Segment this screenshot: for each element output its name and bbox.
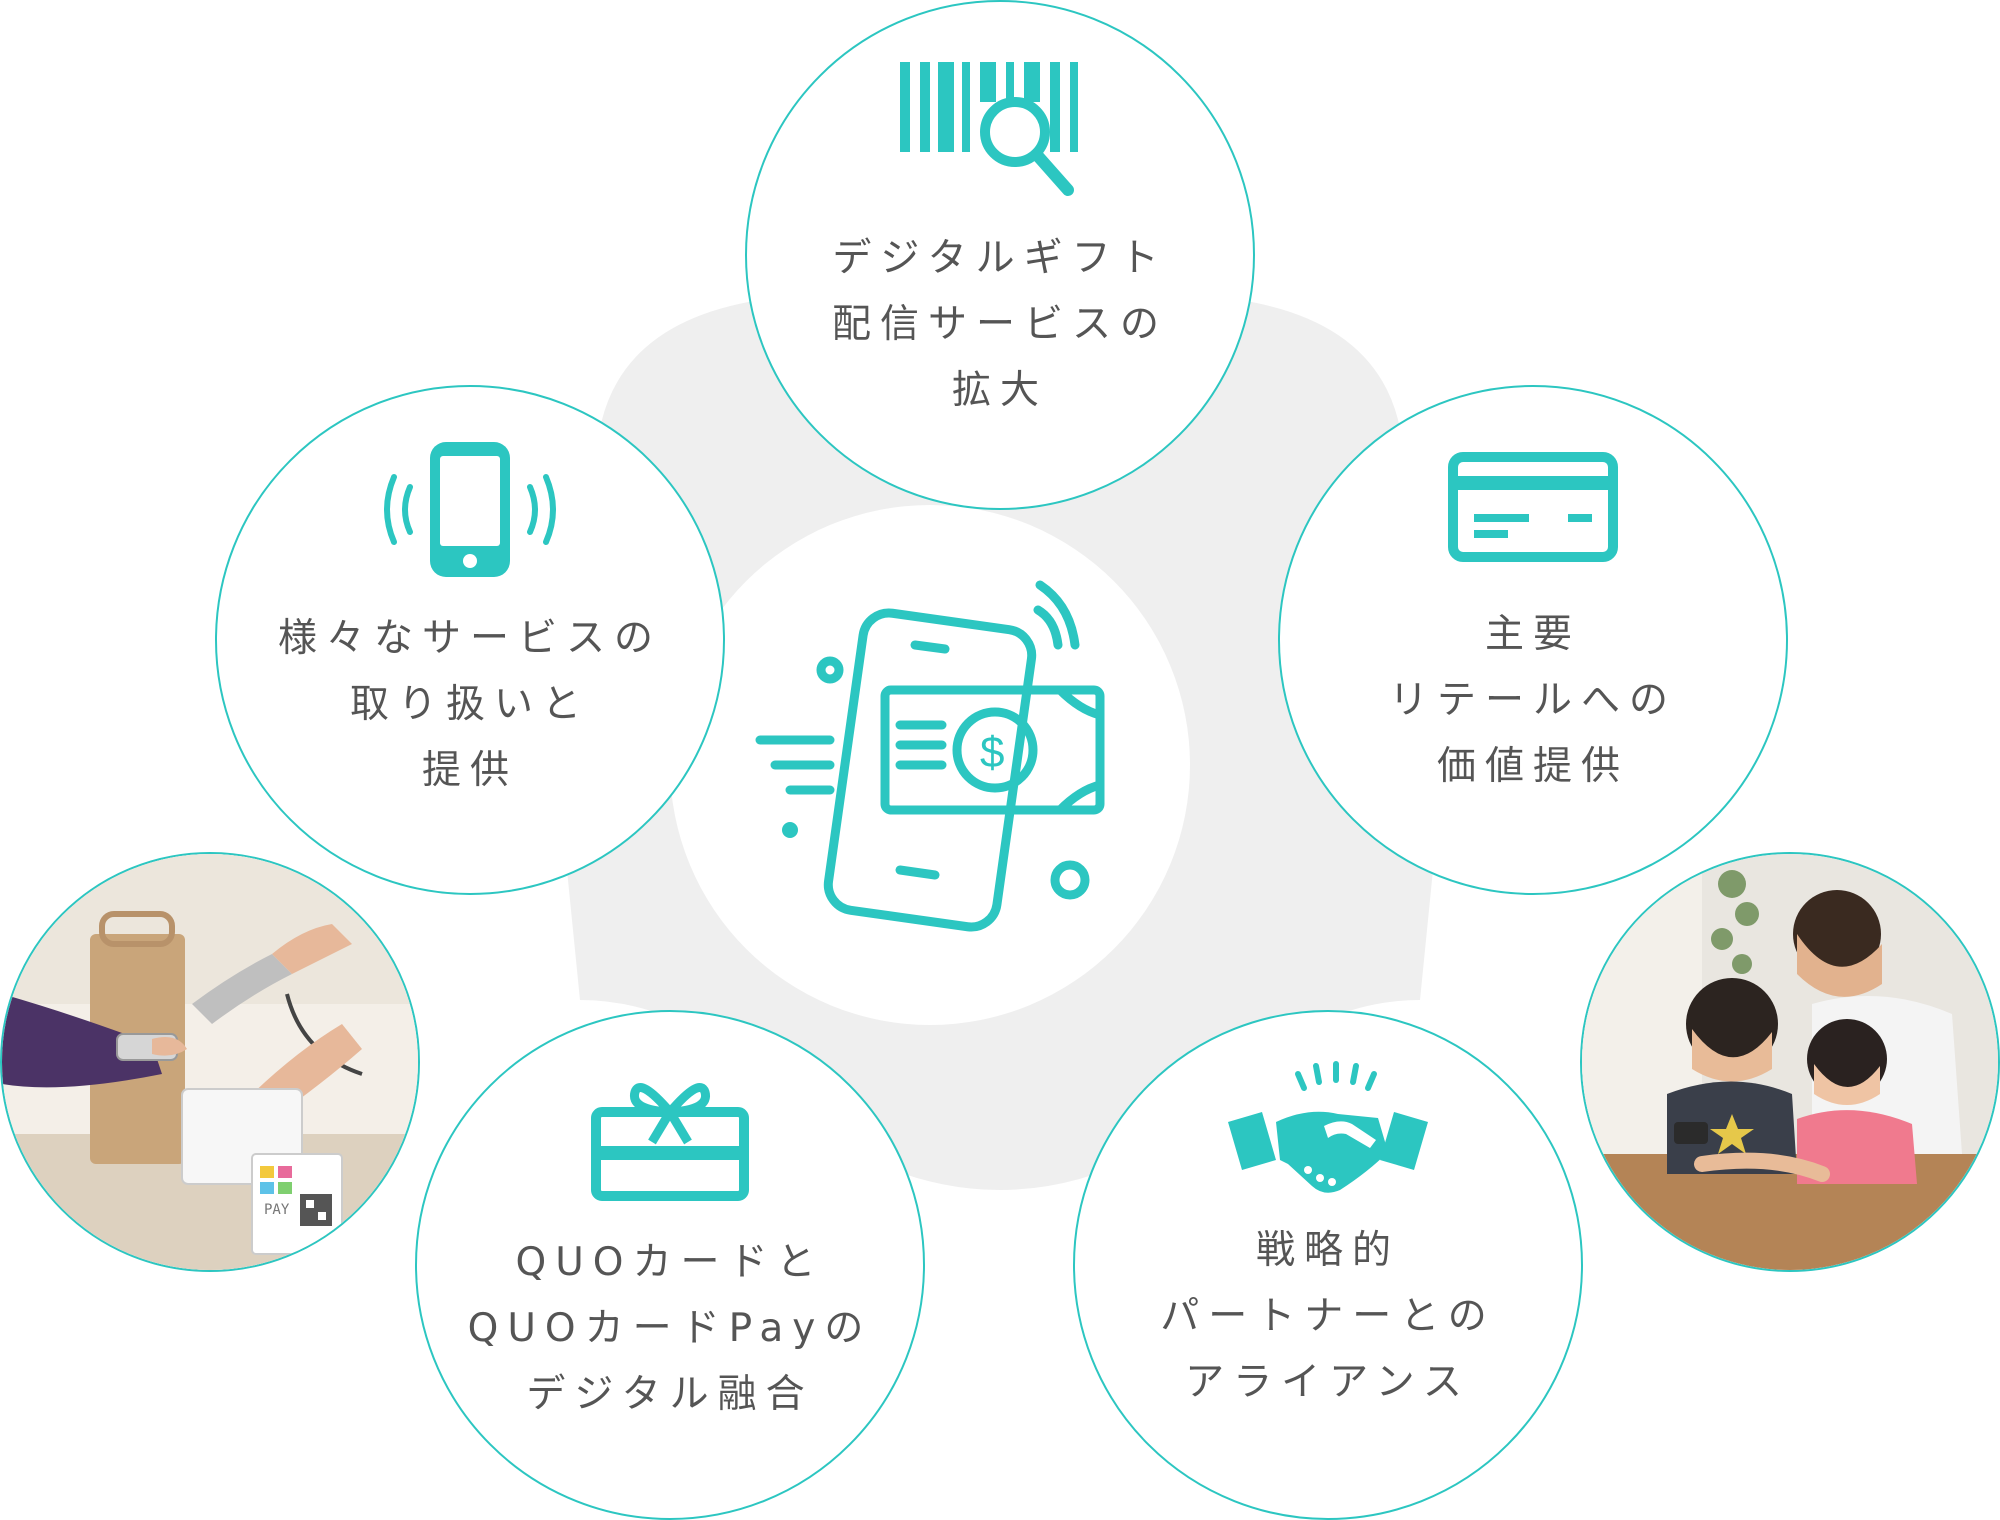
- node-alliance: 戦略的 パートナーとの アライアンス: [1073, 1010, 1583, 1520]
- handshake-icon: [1228, 1061, 1428, 1193]
- mobile-payment-icon: $: [755, 580, 1105, 932]
- node-label: デジタルギフト 配信サービスの 拡大: [831, 236, 1168, 413]
- node-digital-gift: デジタルギフト 配信サービスの 拡大: [745, 0, 1255, 510]
- node-label: 主要 リテールへの 価値提供: [1388, 612, 1677, 789]
- checkout-photo: PAY: [0, 852, 420, 1272]
- payment-scan-photo: PAY: [2, 854, 418, 1270]
- family-photo: [1580, 852, 2000, 1272]
- smartphone-vibrate-icon: [384, 442, 556, 577]
- node-quo: QUOカードと QUOカードPayの デジタル融合: [415, 1010, 925, 1520]
- barcode-search-icon: [900, 62, 1078, 196]
- family-smartphone-photo: [1582, 854, 1998, 1270]
- node-retail: 主要 リテールへの 価値提供: [1278, 385, 1788, 895]
- node-label: 様々なサービスの 取り扱いと 提供: [277, 616, 662, 793]
- center-circle: $: [670, 505, 1190, 1025]
- pay-sign-text: PAY: [264, 1202, 290, 1218]
- node-label: QUOカードと QUOカードPayの デジタル融合: [467, 1240, 873, 1417]
- node-label: 戦略的 パートナーとの アライアンス: [1160, 1228, 1496, 1405]
- credit-card-icon: [1448, 452, 1618, 562]
- gift-card-icon: [591, 1083, 749, 1201]
- svg-text:$: $: [980, 728, 1004, 777]
- node-services: 様々なサービスの 取り扱いと 提供: [215, 385, 725, 895]
